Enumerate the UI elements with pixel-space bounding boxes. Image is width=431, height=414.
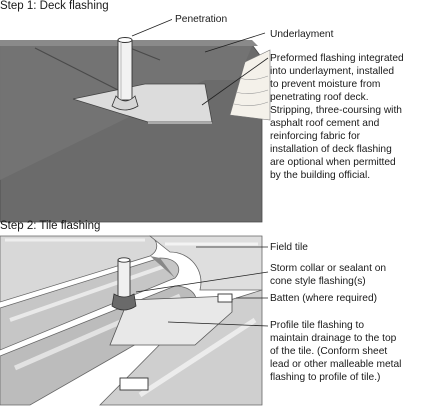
description-line: are optional when permitted (270, 156, 404, 169)
storm-collar-line: Storm collar or sealant on (270, 262, 386, 275)
description-line: by the building official. (270, 169, 404, 182)
profile-flashing-line: of the tile. (Conform sheet (270, 345, 401, 358)
deck-flashing-description: Preformed flashing integrated into under… (270, 52, 404, 182)
deck-illustration (0, 19, 270, 222)
step2-title: Step 2: Tile flashing (0, 220, 100, 232)
underlayment-label: Underlayment (270, 28, 333, 41)
description-line: installation of deck flashing (270, 143, 404, 156)
profile-flashing-line: flashing to profile of tile.) (270, 371, 401, 384)
storm-collar-label: Storm collar or sealant on cone style fl… (270, 262, 386, 288)
description-line: asphalt roof cement and (270, 117, 404, 130)
profile-flashing-line: maintain drainage to the top (270, 332, 401, 345)
tile-illustration (0, 236, 268, 405)
description-line: reinforcing fabric for (270, 130, 404, 143)
description-line: Stripping, three-coursing with (270, 104, 404, 117)
penetration-pipe (118, 40, 132, 100)
penetration-label: Penetration (172, 12, 230, 27)
tile-penetration-pipe (118, 260, 130, 298)
batten-lower (120, 378, 148, 390)
batten-label: Batten (where required) (270, 292, 377, 305)
batten (218, 294, 232, 302)
storm-collar-line: cone style flashing(s) (270, 275, 386, 288)
profile-flashing-line: lead or other malleable metal (270, 358, 401, 371)
description-line: to prevent moisture from (270, 78, 404, 91)
profile-flashing-line: Profile tile flashing to (270, 319, 401, 332)
field-tile-label: Field tile (270, 241, 308, 254)
description-line: penetrating roof deck. (270, 91, 404, 104)
description-line: Preformed flashing integrated (270, 52, 404, 65)
description-line: into underlayment, installed (270, 65, 404, 78)
profile-flashing-label: Profile tile flashing to maintain draina… (270, 319, 401, 384)
